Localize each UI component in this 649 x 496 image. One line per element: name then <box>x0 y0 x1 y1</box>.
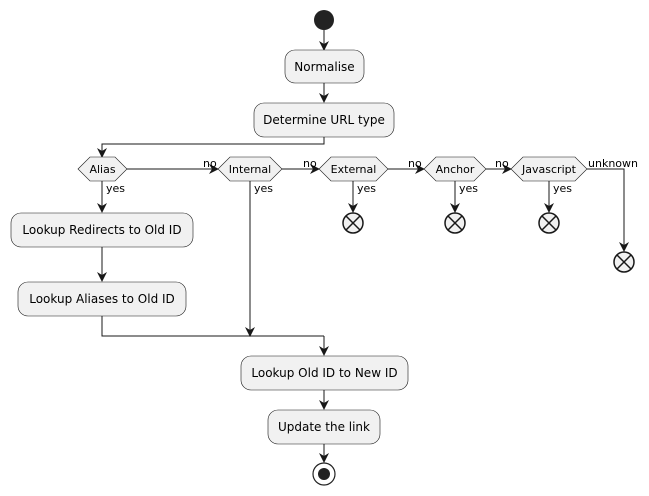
activity-lookup-redirects: Lookup Redirects to Old ID <box>10 212 194 248</box>
label-javascript-unknown: unknown <box>588 157 638 170</box>
label-alias-yes: yes <box>106 182 125 195</box>
activity-determine-url-type: Determine URL type <box>253 102 395 138</box>
stop-icon-anchor <box>444 212 466 234</box>
decision-external-label: External <box>331 163 377 176</box>
activity-lookup-aliases: Lookup Aliases to Old ID <box>17 281 187 317</box>
activity-update-link: Update the link <box>267 409 381 445</box>
edges <box>97 30 629 463</box>
decision-external: External <box>318 156 389 182</box>
stop-icon-unknown <box>613 251 635 273</box>
decision-internal-label: Internal <box>229 163 271 176</box>
edge-aliases-merge <box>101 316 324 337</box>
label-anchor-no: no <box>495 157 509 170</box>
end-node <box>312 462 336 486</box>
decision-internal: Internal <box>217 156 283 182</box>
label-anchor-yes: yes <box>459 182 478 195</box>
decision-javascript-label: Javascript <box>521 163 577 176</box>
stop-icon-javascript <box>538 212 560 234</box>
label-external-yes: yes <box>357 182 376 195</box>
decision-anchor-label: Anchor <box>436 163 475 176</box>
edge-determine-alias <box>97 137 325 158</box>
stop-icon-external <box>342 212 364 234</box>
activity-lookup-new-id: Lookup Old ID to New ID <box>240 355 409 391</box>
decision-javascript: Javascript <box>510 156 588 182</box>
label-internal-no: no <box>303 157 317 170</box>
label-alias-no: no <box>203 157 217 170</box>
activity-normalise-label: Normalise <box>294 60 354 74</box>
label-internal-yes: yes <box>254 182 273 195</box>
decision-alias-label: Alias <box>89 163 115 176</box>
activity-lookup-redirects-label: Lookup Redirects to Old ID <box>22 223 181 237</box>
activity-determine-label: Determine URL type <box>263 113 385 127</box>
activity-lookup-aliases-label: Lookup Aliases to Old ID <box>29 292 175 306</box>
activity-normalise: Normalise <box>284 49 365 84</box>
decision-anchor: Anchor <box>423 156 487 182</box>
start-node <box>314 10 334 30</box>
activity-update-label: Update the link <box>278 420 370 434</box>
activity-lookup-new-label: Lookup Old ID to New ID <box>251 366 397 380</box>
edge-javascript-unknown <box>587 168 629 252</box>
decision-alias: Alias <box>77 156 128 182</box>
label-external-no: no <box>408 157 422 170</box>
label-javascript-yes: yes <box>553 182 572 195</box>
